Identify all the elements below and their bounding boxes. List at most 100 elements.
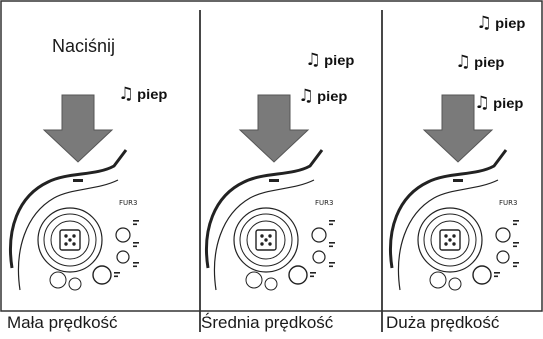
round-button [429, 271, 447, 289]
tick-mark [133, 265, 137, 268]
side-button [115, 227, 131, 243]
figure-border [0, 0, 543, 312]
device-model-label: FUR3 [119, 199, 137, 207]
connector-pin [264, 238, 268, 242]
connector-socket [255, 229, 277, 251]
caption-low-speed: Mała prędkość [7, 313, 118, 332]
tick-mark [114, 272, 120, 274]
music-note-icon: ♫ [455, 52, 472, 72]
round-button [288, 265, 308, 285]
side-button [495, 227, 511, 243]
tick-mark [494, 275, 498, 278]
press-arrow-icon [42, 94, 114, 163]
speaker-ring-inner [430, 220, 470, 260]
beep-label: ♫piep [118, 84, 168, 104]
tick-mark [513, 220, 519, 222]
device-illustration: FUR3 [205, 94, 335, 291]
speaker-ring-outer [417, 207, 483, 273]
connector-pin [260, 234, 264, 238]
round-button [68, 277, 82, 291]
round-button [49, 271, 67, 289]
tick-mark [133, 245, 137, 248]
speaker-ring-outer [37, 207, 103, 273]
device-body-edge [17, 179, 119, 291]
beep-label: ♫piep [298, 86, 348, 106]
connector-pin [68, 238, 72, 242]
device-body-edge [397, 179, 499, 291]
tick-mark [133, 242, 139, 244]
tick-mark [310, 272, 316, 274]
music-note-icon: ♫ [118, 84, 135, 104]
connector-pin [64, 234, 68, 238]
speaker-ring-middle [43, 213, 97, 267]
speaker-ring-middle [423, 213, 477, 267]
music-note-icon: ♫ [298, 86, 315, 106]
tick-mark [329, 220, 335, 222]
caption-medium-speed: Średnia prędkość [201, 313, 334, 332]
press-arrow-icon [422, 94, 494, 163]
round-button [264, 277, 278, 291]
device-illustration: FUR3 [9, 94, 139, 291]
connector-pin [260, 242, 264, 246]
tick-mark [513, 265, 517, 268]
round-button [92, 265, 112, 285]
tick-mark [329, 265, 333, 268]
device-body-outline [205, 149, 324, 269]
connector-pin [268, 234, 272, 238]
side-button [311, 227, 327, 243]
round-button [448, 277, 462, 291]
device-body-outline [9, 149, 128, 269]
connector-socket [439, 229, 461, 251]
device-illustration: FUR3 [389, 94, 519, 291]
tick-mark [329, 245, 333, 248]
speaker-ring-outer [233, 207, 299, 273]
round-button [472, 265, 492, 285]
tick-mark [513, 245, 517, 248]
tick-mark [133, 223, 137, 226]
tick-mark [329, 262, 335, 264]
connector-pin [64, 242, 68, 246]
tick-mark [133, 262, 139, 264]
device-body-edge [213, 179, 315, 291]
side-button [496, 250, 510, 264]
tick-mark [329, 242, 335, 244]
connector-socket [59, 229, 81, 251]
tick-mark [513, 223, 517, 226]
beep-label: ♫piep [305, 50, 355, 70]
music-note-icon: ♫ [474, 93, 491, 113]
speaker-ring-inner [246, 220, 286, 260]
press-arrow-icon [238, 94, 310, 163]
side-button [312, 250, 326, 264]
device-model-label: FUR3 [315, 199, 333, 207]
music-note-icon: ♫ [305, 50, 322, 70]
side-button [116, 250, 130, 264]
connector-pin [268, 242, 272, 246]
connector-pin [452, 242, 456, 246]
tick-mark [329, 223, 333, 226]
caption-high-speed: Duża prędkość [386, 313, 500, 332]
tick-mark [513, 262, 519, 264]
speaker-ring-middle [239, 213, 293, 267]
connector-pin [448, 238, 452, 242]
tick-mark [513, 242, 519, 244]
button-indicator [269, 179, 279, 182]
round-button [245, 271, 263, 289]
tick-mark [310, 275, 314, 278]
beep-label: ♫piep [474, 93, 524, 113]
device-model-label: FUR3 [499, 199, 517, 207]
connector-pin [452, 234, 456, 238]
music-note-icon: ♫ [476, 13, 493, 33]
tick-mark [114, 275, 118, 278]
connector-pin [72, 234, 76, 238]
speaker-ring-inner [50, 220, 90, 260]
connector-pin [72, 242, 76, 246]
button-indicator [73, 179, 83, 182]
connector-pin [444, 234, 448, 238]
connector-pin [444, 242, 448, 246]
tick-mark [494, 272, 500, 274]
press-instruction: Naciśnij [52, 36, 116, 56]
beep-label: ♫piep [476, 13, 526, 33]
button-indicator [453, 179, 463, 182]
device-body-outline [389, 149, 508, 269]
